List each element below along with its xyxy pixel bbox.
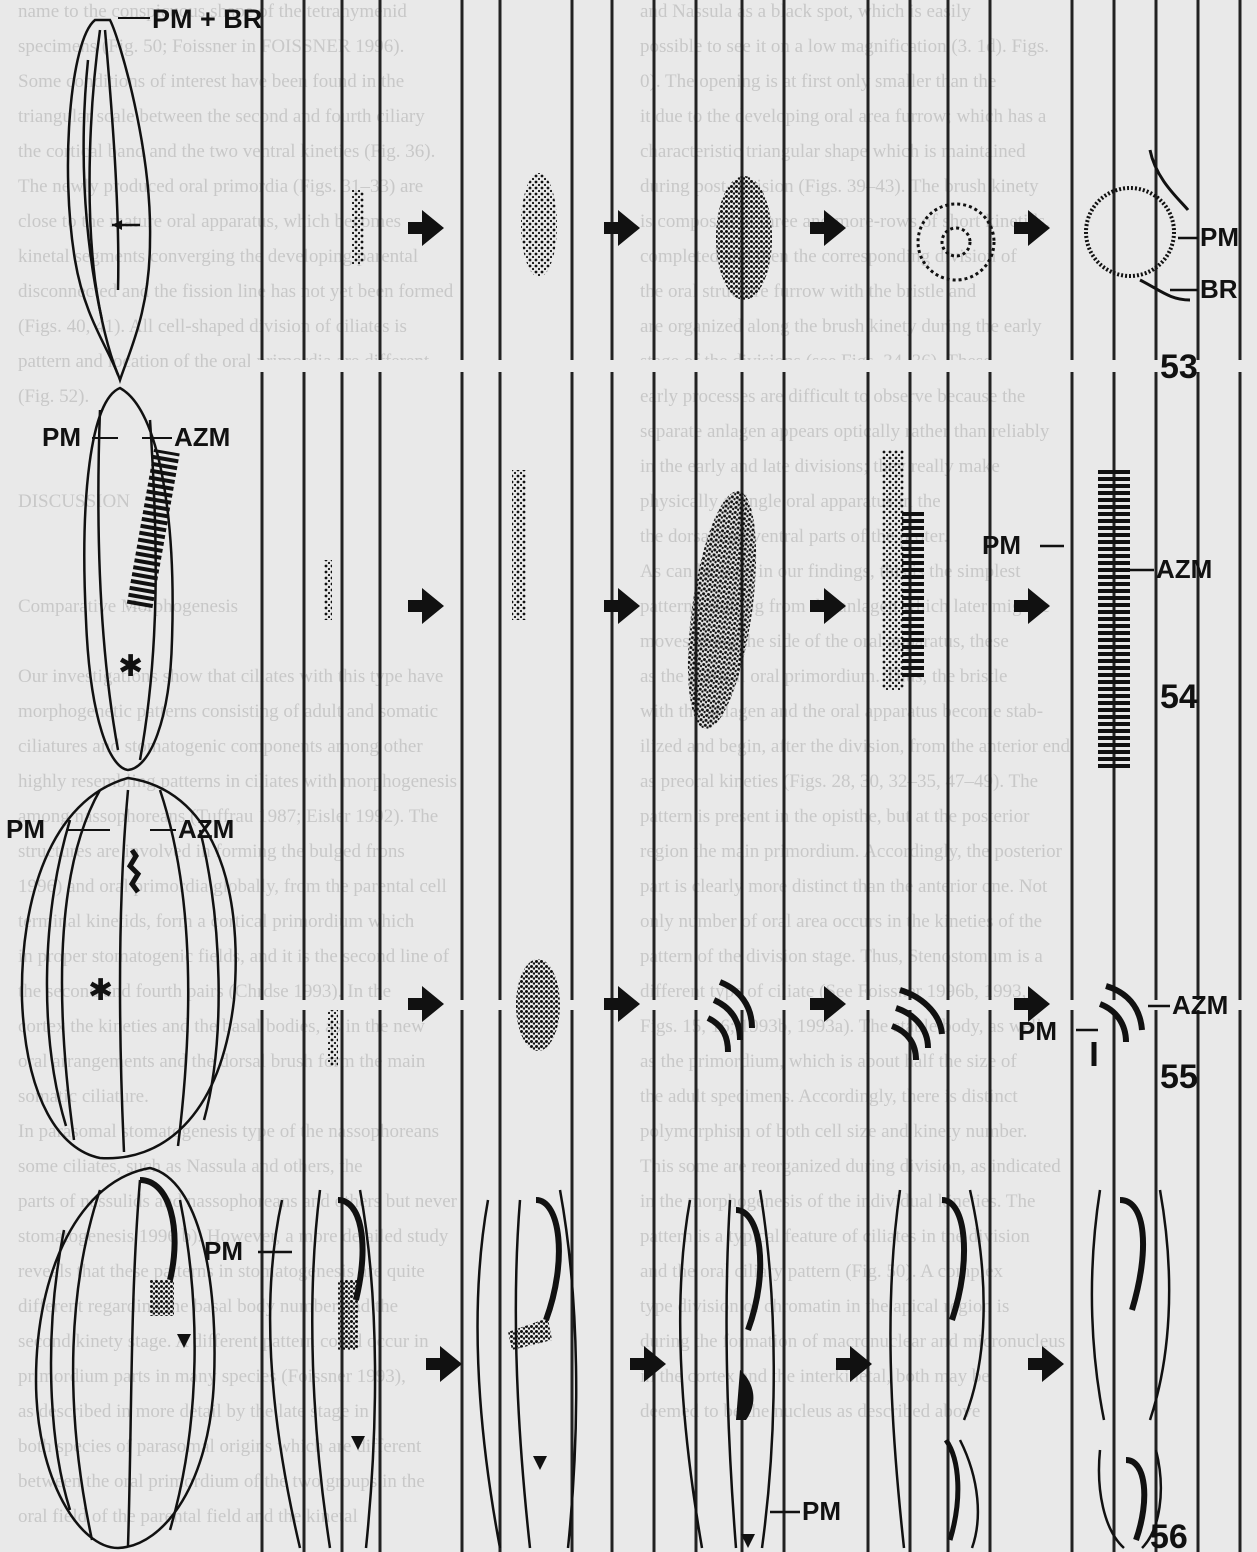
primordium-stage-3 xyxy=(716,176,772,300)
division-stage-3 xyxy=(680,1190,774,1548)
label-azm-54-right: AZM xyxy=(1156,554,1212,584)
label-azm-55-right: AZM xyxy=(1172,990,1228,1020)
stage-arrow xyxy=(604,210,640,246)
stage-arrows xyxy=(408,210,1064,1382)
division-stage-5 xyxy=(1092,1190,1169,1548)
cell-outline-56 xyxy=(36,1168,215,1548)
stage-arrow xyxy=(810,588,846,624)
label-azm-55-left: AZM xyxy=(178,814,234,844)
figure-number-55: 55 xyxy=(1160,1058,1198,1096)
stage-arrow xyxy=(810,210,846,246)
primordium-stage-2 xyxy=(521,173,557,277)
stage-arrow xyxy=(810,986,846,1022)
label-pm: PM xyxy=(1200,222,1239,252)
stage-arrow xyxy=(604,588,640,624)
stage-arrow xyxy=(426,1346,462,1382)
arrowhead-marker xyxy=(533,1456,547,1470)
stage-arrow xyxy=(630,1346,666,1382)
marker-asterisk: ✱ xyxy=(88,974,113,1007)
label-pm-56-right: PM xyxy=(802,1496,841,1526)
primordium-stage-5: PM BR xyxy=(1086,150,1239,304)
stage-arrow xyxy=(1028,1346,1064,1382)
primordium-stage-3 xyxy=(708,982,752,1052)
label-pm-54-right: PM xyxy=(982,530,1021,560)
cell-outline-54 xyxy=(84,388,172,770)
division-stage-4 xyxy=(890,1190,983,1548)
primordium-stage-5: PM AZM xyxy=(982,470,1212,770)
label-pm-56-left: PM xyxy=(204,1236,243,1266)
stage-arrow xyxy=(604,986,640,1022)
primordium-stage-2 xyxy=(512,470,526,620)
division-stage-1 xyxy=(270,1190,375,1548)
figure-54: PM AZM ✱ PM AZM 54 xyxy=(42,388,1212,770)
primordium-stage-4 xyxy=(882,450,924,690)
figure-number-53: 53 xyxy=(1160,348,1198,386)
pm-specimen-56 xyxy=(150,1280,174,1316)
arrowhead-marker xyxy=(177,1334,191,1348)
primordium-stage-4 xyxy=(918,204,994,280)
division-stage-2 xyxy=(478,1190,577,1548)
primordium-stage-3 xyxy=(676,487,769,733)
label-br: BR xyxy=(1200,274,1238,304)
label-pm-55-left: PM xyxy=(6,814,45,844)
arrowhead-marker xyxy=(351,1436,365,1450)
primordium-stage-2 xyxy=(516,959,560,1051)
azm-specimen-55 xyxy=(130,850,138,892)
primordium-stage-1 xyxy=(328,1010,338,1066)
primordium-stage-1 xyxy=(338,1280,358,1350)
stage-arrow xyxy=(1014,210,1050,246)
marker-asterisk: ✱ xyxy=(118,650,143,683)
figure-number-56: 56 xyxy=(1150,1518,1188,1552)
stage-arrow xyxy=(408,588,444,624)
primordium-stage-1 xyxy=(324,560,332,620)
primordium-stage-1 xyxy=(352,190,364,264)
cell-outline-53 xyxy=(68,20,150,380)
stage-arrow xyxy=(1014,588,1050,624)
stage-arrow xyxy=(408,210,444,246)
primordium-stage-2 xyxy=(508,1318,552,1350)
azm-specimen-56 xyxy=(140,1180,175,1280)
label-pm-br: PM + BR xyxy=(152,4,262,34)
figure-55: PM AZM ✱ PM AZM 55 xyxy=(6,778,1228,1158)
label-pm-54-left: PM xyxy=(42,422,81,452)
stage-arrow xyxy=(408,986,444,1022)
primordium-stage-3 xyxy=(736,1370,753,1420)
label-pm-55-right: PM xyxy=(1018,1016,1057,1046)
figure-number-54: 54 xyxy=(1160,678,1198,716)
label-azm-54-left: AZM xyxy=(174,422,230,452)
